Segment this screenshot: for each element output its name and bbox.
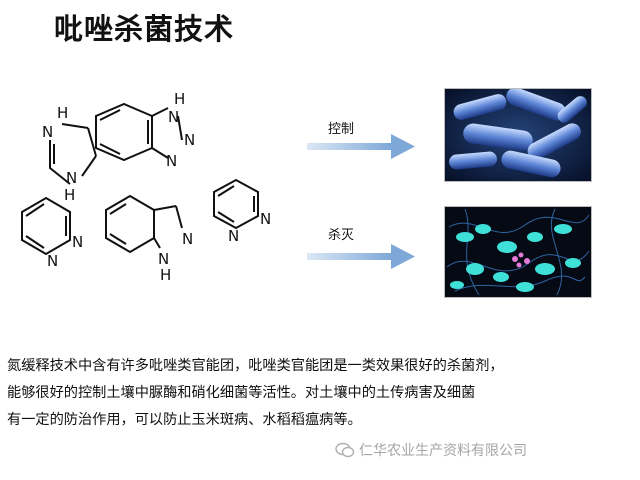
description-line-2: 能够很好的控制土壤中脲酶和硝化细菌等活性。对土壤中的土传病害及细菌 <box>7 385 476 401</box>
arrows <box>307 134 415 269</box>
description-line-3: 有一定的防治作用，可以防止玉米斑病、水稻稻瘟病等。 <box>7 412 362 428</box>
benzotriazole-n1-label: N <box>168 108 179 126</box>
indazole-h-label: H <box>160 266 171 284</box>
kill-arrow <box>307 244 415 269</box>
imidazole-n-label: N <box>42 123 53 141</box>
pyridazine-left-n1-label: N <box>72 233 83 251</box>
imidazole-h2-label: H <box>64 186 75 204</box>
bacteria-image <box>444 88 592 182</box>
wechat-icon <box>335 442 355 458</box>
description-text: 氮缓释技术中含有许多吡唑类官能团，吡唑类官能团是一类效果很好的杀菌剂， 能够很好… <box>7 353 637 434</box>
pyridazine-left-n2-label: N <box>47 252 58 270</box>
indazole-nh-label: N <box>158 250 169 268</box>
imidazole-nh-label: N <box>66 169 77 187</box>
imidazole-structure <box>49 123 97 185</box>
pyridazine-structure-left <box>21 196 71 256</box>
pyridazine-structure-right <box>213 178 259 230</box>
pyridazine-right-n1-label: N <box>260 210 271 228</box>
indazole-n1-label: N <box>182 230 193 248</box>
watermark: 仁华农业生产资料有限公司 <box>335 440 527 460</box>
imidazole-h-label: H <box>57 104 68 122</box>
control-label: 控制 <box>328 122 355 137</box>
chemical-structures: H N N H H N N N N N N N H N <box>21 90 271 284</box>
benzotriazole-structure <box>95 102 183 162</box>
control-arrow <box>307 134 415 159</box>
protein-structure-image <box>444 206 592 298</box>
page-title: 吡唑杀菌技术 <box>54 12 235 46</box>
description-line-1: 氮缓释技术中含有许多吡唑类官能团，吡唑类官能团是一类效果很好的杀菌剂， <box>7 358 504 374</box>
watermark-text: 仁华农业生产资料有限公司 <box>359 443 527 459</box>
benzotriazole-n2-label: N <box>184 131 195 149</box>
pyridazine-right-n2-label: N <box>228 227 239 245</box>
benzotriazole-n3-label: N <box>166 152 177 170</box>
kill-label: 杀灭 <box>328 228 355 243</box>
indazole-structure <box>105 194 183 254</box>
benzotriazole-h-label: H <box>174 90 185 108</box>
